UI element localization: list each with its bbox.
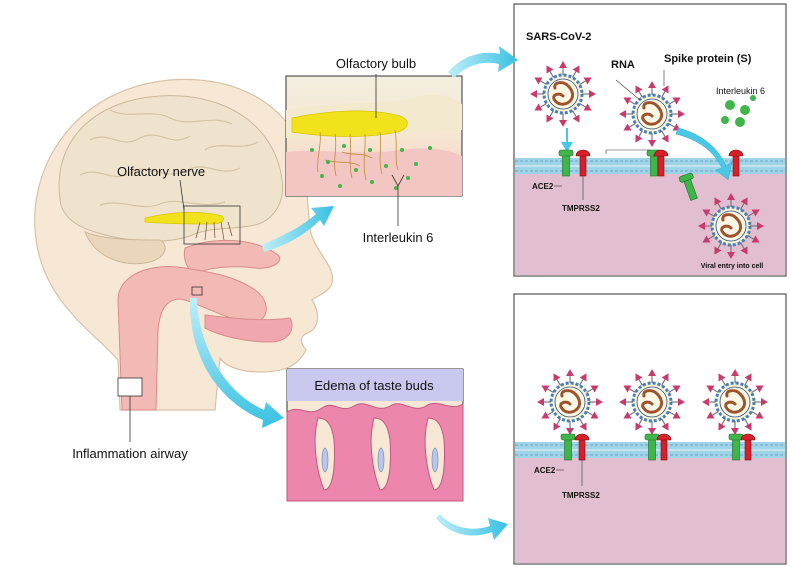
rna-leader xyxy=(615,79,641,101)
trachea-box xyxy=(117,377,143,397)
cerebellum xyxy=(84,231,166,265)
edema-taste-buds-label: Edema of taste buds xyxy=(314,378,434,393)
olfactory-nerve-fibers xyxy=(195,221,233,241)
cleavage-bracket xyxy=(605,149,650,154)
cell-membrane-top xyxy=(515,158,785,174)
taste-bud-header xyxy=(287,369,463,401)
interleukin-left-leader xyxy=(391,174,405,226)
taste-bud-panel xyxy=(286,368,464,502)
ace2-bottom-label: ACE2 xyxy=(534,466,556,475)
tmprss2-bottom-label: TMPRSS2 xyxy=(562,491,600,500)
interleukin-left-label: Interleukin 6 xyxy=(363,230,434,245)
bulb-tissue-lower xyxy=(286,148,462,196)
binding-panel xyxy=(513,293,787,565)
mouth-tongue xyxy=(204,314,293,343)
olfactory-nerve-leader xyxy=(179,179,185,211)
sars-cov-2-label: SARS-CoV-2 xyxy=(526,31,591,43)
brain-folds xyxy=(79,109,259,208)
olfactory-bulb-shape xyxy=(291,110,408,137)
rna-label: RNA xyxy=(611,59,635,71)
airway xyxy=(117,266,267,411)
viral-entry-label: Viral entry into cell xyxy=(701,263,764,270)
olfactory-bulb-panel xyxy=(285,74,463,226)
arrow-entry-curve xyxy=(675,127,733,181)
head-illustration xyxy=(34,78,334,442)
interleukin-dots-top xyxy=(721,95,756,127)
interleukin-right-label: Interleukin 6 xyxy=(716,86,765,96)
interleukin-dots-bulb xyxy=(310,144,432,190)
arrow-airway-to-taste xyxy=(189,298,284,428)
taste-bud-cells xyxy=(321,447,439,473)
ace2-top-label: ACE2 xyxy=(532,182,554,191)
arrow-nose-to-bulb xyxy=(262,206,334,252)
spike-protein-label: Spike protein (S) xyxy=(664,53,752,65)
arrow-taste-to-cell xyxy=(436,514,508,540)
inflammation-airway-label: Inflammation airway xyxy=(72,446,188,461)
brain xyxy=(58,95,284,242)
airway-zoom-box xyxy=(191,286,203,296)
olfactory-zoom-box xyxy=(183,205,241,245)
tmprss2-top-label: TMPRSS2 xyxy=(562,204,600,213)
olfactory-nerve-label: Olfactory nerve xyxy=(117,164,205,179)
viral-entry-panel xyxy=(513,3,787,277)
olfactory-bulb-label: Olfactory bulb xyxy=(336,56,416,71)
cell-cytoplasm-bottom xyxy=(515,456,785,563)
arrow-bulb-to-cell xyxy=(448,46,518,78)
arrow-virus-down xyxy=(561,128,573,152)
